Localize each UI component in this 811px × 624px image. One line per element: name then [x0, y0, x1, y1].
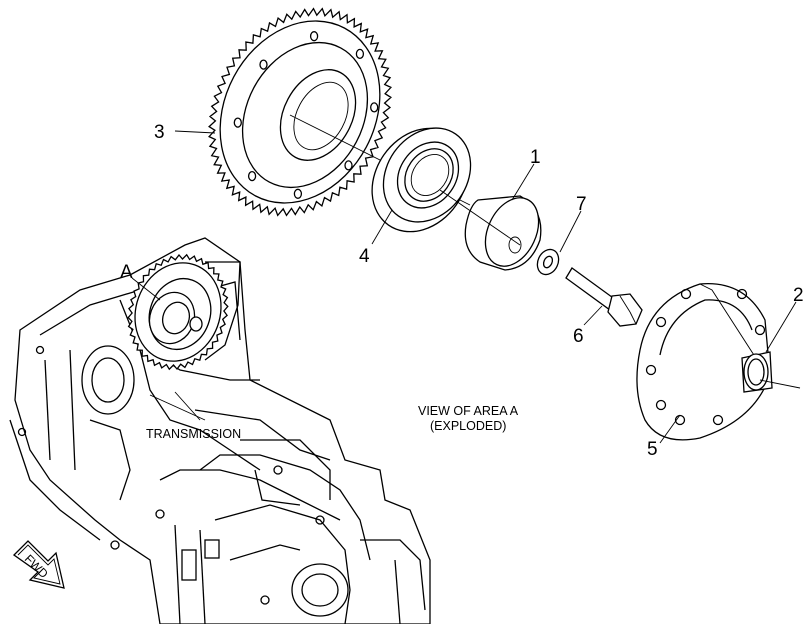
bolt-hole — [293, 188, 303, 199]
bolt-hole — [233, 117, 242, 128]
callout-4: 4 — [359, 246, 370, 267]
leader-lines — [131, 130, 797, 444]
needle-bearing-part-2 — [741, 351, 801, 393]
bolt-hole — [309, 31, 319, 42]
callout-6: 6 — [573, 326, 584, 347]
cover-plate-part-5 — [636, 282, 771, 441]
bolt-hole — [370, 102, 379, 113]
bolt-part-6 — [565, 267, 643, 327]
callout-area-a: A — [120, 262, 133, 283]
bolt-hole — [355, 48, 365, 60]
bolt-hole — [247, 170, 257, 182]
view-label-line1: VIEW OF AREA A — [418, 404, 519, 418]
callout-2: 2 — [793, 285, 804, 306]
transmission-label: TRANSMISSION — [146, 427, 241, 441]
bolt-hole — [344, 160, 353, 171]
washer-part-7 — [536, 248, 560, 276]
callout-3: 3 — [154, 122, 165, 143]
view-label-line2: (EXPLODED) — [430, 419, 506, 433]
fwd-arrow: FWD — [12, 540, 65, 589]
hub-part-1 — [439, 189, 542, 271]
bearing-part-4 — [371, 127, 472, 233]
area-a-gear — [127, 253, 241, 371]
transmission-housing — [9, 237, 431, 624]
ring-gear-part-3 — [208, 7, 471, 217]
callout-1: 1 — [530, 147, 541, 168]
callout-5: 5 — [647, 439, 658, 460]
callout-7: 7 — [576, 194, 587, 215]
bolt-hole — [259, 59, 268, 70]
